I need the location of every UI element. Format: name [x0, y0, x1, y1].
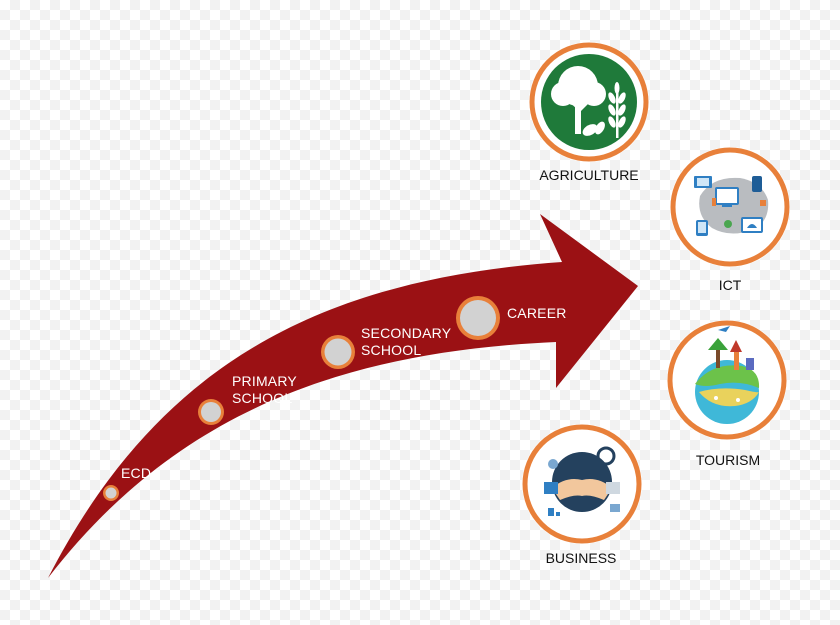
sector-ict — [670, 147, 790, 267]
stage-node-ecd — [103, 485, 119, 501]
sector-business — [522, 424, 642, 544]
sector-label-business: BUSINESS — [545, 550, 617, 566]
stage-node-secondary — [321, 335, 355, 369]
sector-label-agriculture: AGRICULTURE — [539, 167, 639, 183]
sector-agriculture — [529, 42, 649, 162]
sector-tourism — [667, 320, 787, 440]
devices-map-icon — [694, 176, 769, 236]
tree-wheat-icon — [551, 66, 626, 138]
handshake-icon — [544, 446, 620, 516]
stage-label-career: CAREER — [507, 305, 567, 321]
sector-label-tourism: TOURISM — [695, 452, 761, 468]
globe-landmarks-icon — [695, 326, 760, 424]
stage-label-ecd: ECD — [121, 465, 152, 481]
stage-node-career — [456, 296, 500, 340]
stage-node-primary — [198, 399, 224, 425]
stage-label-primary: PRIMARY SCHOOL — [232, 373, 297, 406]
stage-label-secondary: SECONDARY SCHOOL — [361, 325, 452, 358]
sector-label-ict: ICT — [718, 277, 742, 293]
